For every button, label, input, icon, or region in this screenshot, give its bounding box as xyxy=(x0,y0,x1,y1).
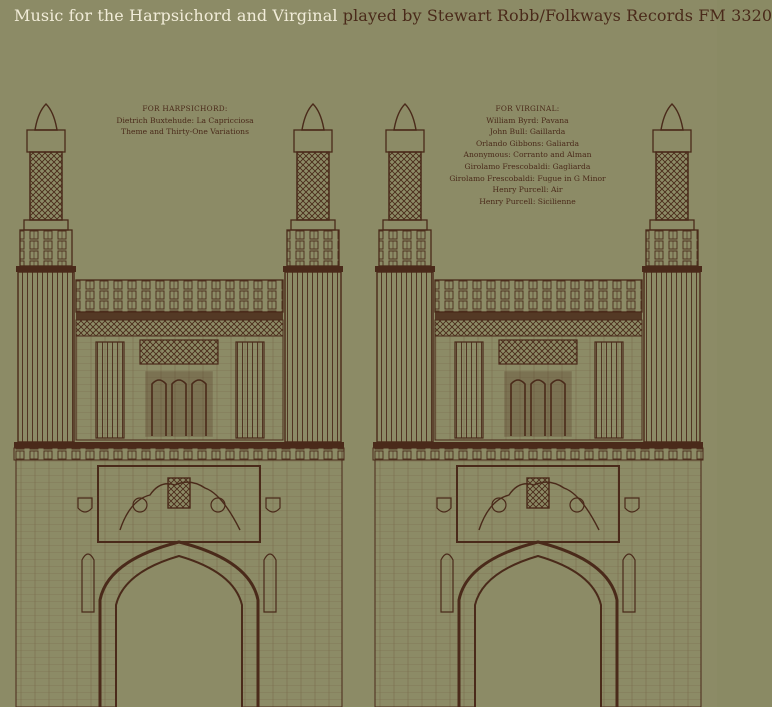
harpsichord-heading: FOR HARPSICHORD: xyxy=(142,104,228,113)
title-light-text: Music for the Harpsichord and Virginal xyxy=(14,6,338,25)
track-item: Orlando Gibbons: Galiarda xyxy=(475,138,580,148)
track-item: Henry Purcell: Air xyxy=(492,185,563,195)
title-dark-text: played by Stewart Robb/Folkways Records … xyxy=(342,6,772,25)
track-item: Anonymous: Corranto and Alman xyxy=(463,150,592,160)
track-item: Henry Purcell: Sicilienne xyxy=(479,196,576,206)
track-item: Girolamo Frescobaldi: Gagliarda xyxy=(464,161,591,171)
track-item: William Byrd: Pavana xyxy=(486,115,569,125)
album-cover: Music for the Harpsichord and Virginal p… xyxy=(12,6,772,707)
virginal-track-list: FOR VIRGINAL: William Byrd: Pavana John … xyxy=(445,103,610,207)
harpsichord-track-list: FOR HARPSICHORD: Dietrich Buxtehude: La … xyxy=(110,103,260,138)
virginal-heading: FOR VIRGINAL: xyxy=(495,104,560,113)
track-item: Dietrich Buxtehude: La Capricciosa xyxy=(116,115,254,125)
track-item: John Bull: Gaillarda xyxy=(489,127,566,137)
track-item: Girolamo Frescobaldi: Fugue in G Minor xyxy=(449,173,606,183)
track-item: Theme and Thirty-One Variations xyxy=(121,127,249,137)
album-title: Music for the Harpsichord and Virginal p… xyxy=(14,6,772,25)
